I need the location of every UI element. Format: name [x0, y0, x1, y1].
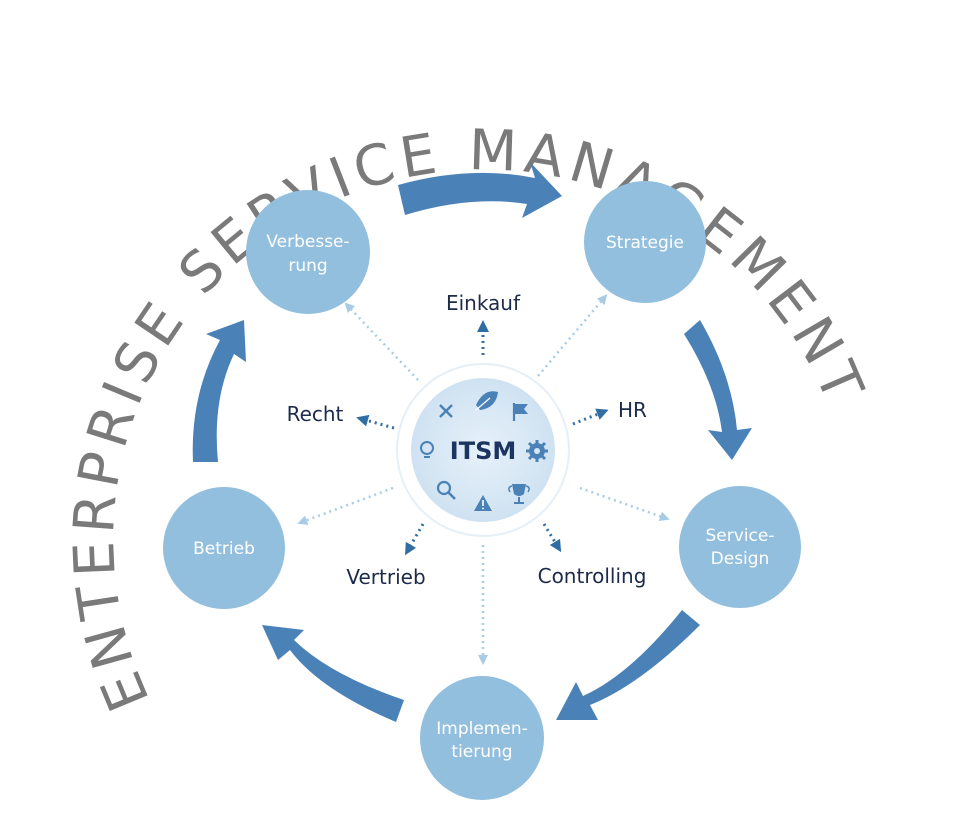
phase-implementierung: Implemen- tierung [420, 676, 544, 800]
flag-icon [512, 403, 528, 421]
arrow-hub-controlling [542, 523, 562, 553]
dept-controlling: Controlling [538, 564, 647, 588]
hub-label: ITSM [450, 437, 516, 465]
phase-betrieb: Betrieb [163, 487, 285, 609]
hub-to-department-arrows [356, 320, 609, 556]
cycle-arrow-strategie-servicedesign [684, 320, 752, 460]
phase-circle-verbesserung [246, 190, 370, 314]
leaf-icon [475, 391, 498, 411]
trophy-icon [508, 484, 530, 504]
phase-verbesserung: Verbesse- rung [246, 190, 370, 314]
phase-label-strategie: Strategie [606, 233, 684, 253]
phase-strategie: Strategie [584, 181, 706, 303]
phase-label-implementierung-1: Implemen- [436, 719, 527, 739]
phase-label-verbesserung-1: Verbesse- [266, 232, 349, 252]
phase-label-betrieb: Betrieb [193, 539, 255, 559]
search-icon [436, 480, 456, 500]
cycle-arrows [192, 162, 752, 722]
phase-label-implementierung-2: tierung [451, 742, 512, 762]
phase-circle-strategie [584, 181, 706, 303]
phase-circle-service-design [679, 486, 801, 608]
hub-to-phase-arrows [297, 294, 670, 665]
gear-icon [526, 440, 548, 462]
arrow-hub-vertrieb [405, 523, 425, 556]
dept-hr: HR [618, 398, 647, 422]
tools-icon [439, 404, 453, 418]
arrow-hub-betrieb [297, 486, 394, 525]
arrow-hub-hr [572, 408, 609, 426]
itsm-hub: ITSM [396, 363, 570, 537]
dept-vertrieb: Vertrieb [346, 565, 425, 589]
cycle-arrow-servicedesign-implementierung [556, 610, 700, 720]
phase-label-verbesserung-2: rung [288, 256, 327, 276]
arrow-hub-servicedesign [579, 486, 670, 522]
arrow-hub-verbesserung [344, 302, 419, 381]
phase-circle-implementierung [420, 676, 544, 800]
cycle-arrow-implementierung-betrieb [262, 625, 404, 722]
arrow-hub-strategie [537, 294, 608, 377]
phase-label-service-design-1: Service- [706, 526, 775, 546]
dept-einkauf: Einkauf [446, 291, 521, 315]
cycle-arrow-verbesserung-strategie [398, 162, 562, 218]
phase-service-design: Service- Design [679, 486, 801, 608]
dept-recht: Recht [287, 402, 344, 426]
lightbulb-icon [420, 441, 434, 458]
phase-circle-betrieb [163, 487, 285, 609]
phase-label-service-design-2: Design [711, 549, 770, 569]
cycle-arrow-betrieb-verbesserung [192, 320, 246, 462]
arrow-hub-recht [356, 414, 395, 430]
warning-icon [474, 495, 492, 511]
